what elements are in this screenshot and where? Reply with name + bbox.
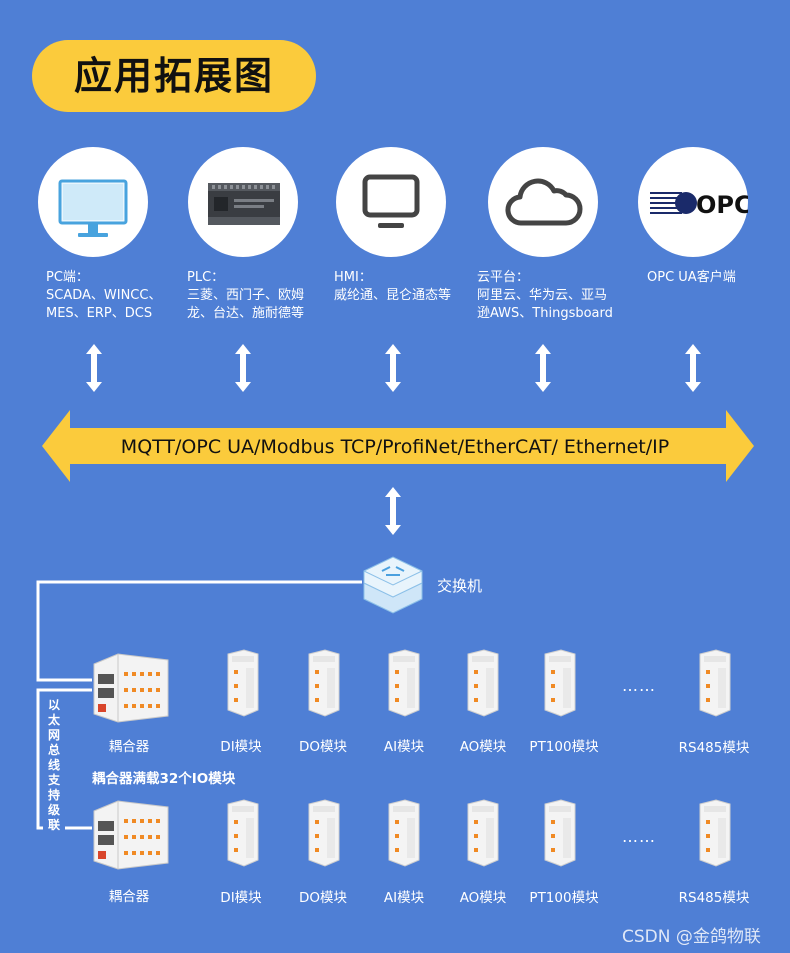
ao-module-label: AO模块 [459, 890, 507, 906]
pc-client-circle [38, 147, 148, 257]
ai-module-label: AI模块 [383, 739, 425, 755]
opc-client-label: OPC UA客户端 [647, 270, 736, 285]
opc-client-circle: OPC [638, 147, 748, 257]
ai-module-label: AI模块 [383, 890, 425, 906]
io-module-icon [699, 799, 731, 867]
bidirectional-arrow-icon [385, 344, 401, 392]
cloud-client-label: 云平台： 阿里云、华为云、亚马 逊AWS、Thingsboard [477, 270, 613, 321]
protocol-banner-text: MQTT/OPC UA/Modbus TCP/ProfiNet/EtherCAT… [120, 436, 670, 458]
cascade-note: 以 太 网 总 线 支 持 级 联 [43, 698, 65, 833]
coupler-device-icon [93, 653, 169, 723]
pt100-module-label: PT100模块 [529, 739, 599, 755]
io-module-icon [544, 799, 576, 867]
title-pill [32, 40, 316, 112]
io-module-icon [227, 649, 259, 717]
plc-client-label: PLC： 三菱、西门子、欧姆 龙、台达、施耐德等 [187, 270, 305, 321]
hmi-screen-icon [362, 174, 420, 228]
bidirectional-arrow-icon [235, 344, 251, 392]
io-module-icon [388, 799, 420, 867]
rs485-module-label: RS485模块 [678, 890, 750, 906]
more-modules-ellipsis: …… [622, 827, 656, 846]
coupler-label: 耦合器 [108, 739, 150, 755]
opc-logo-text: OPC [696, 191, 748, 219]
io-module-icon [388, 649, 420, 717]
bidirectional-arrow-icon [86, 344, 102, 392]
bidirectional-arrow-icon [535, 344, 551, 392]
io-module-icon [544, 649, 576, 717]
plc-icon [208, 183, 280, 225]
plc-client-circle [188, 147, 298, 257]
hmi-client-circle [336, 147, 446, 257]
io-module-icon [227, 799, 259, 867]
opc-logo-icon: OPC [650, 191, 748, 219]
di-module-label: DI模块 [220, 739, 262, 755]
coupler-label: 耦合器 [108, 889, 150, 905]
io-module-icon [467, 799, 499, 867]
bidirectional-arrow-icon [385, 487, 401, 535]
switch-icon [363, 556, 423, 614]
rs485-module-label: RS485模块 [678, 740, 750, 756]
cloud-icon [505, 178, 583, 226]
full-load-note: 耦合器满载32个IO模块 [92, 771, 236, 787]
more-modules-ellipsis: …… [622, 676, 656, 695]
cloud-client-circle [488, 147, 598, 257]
pt100-module-label: PT100模块 [529, 890, 599, 906]
protocol-banner-arrow [42, 410, 754, 482]
watermark: CSDN @金鸽物联 [622, 927, 761, 947]
coupler-device-icon [93, 800, 169, 870]
do-module-label: DO模块 [298, 890, 348, 906]
switch-label: 交换机 [437, 577, 483, 595]
io-module-icon [699, 649, 731, 717]
io-module-icon [308, 799, 340, 867]
di-module-label: DI模块 [220, 890, 262, 906]
io-module-icon [308, 649, 340, 717]
ao-module-label: AO模块 [459, 739, 507, 755]
bidirectional-arrow-icon [685, 344, 701, 392]
do-module-label: DO模块 [298, 739, 348, 755]
hmi-client-label: HMI： 威纶通、昆仑通态等 [334, 270, 452, 303]
io-module-icon [467, 649, 499, 717]
page-title: 应用拓展图 [73, 54, 274, 98]
pc-client-label: PC端： SCADA、WINCC、 MES、ERP、DCS [46, 270, 162, 321]
monitor-icon [58, 179, 128, 237]
